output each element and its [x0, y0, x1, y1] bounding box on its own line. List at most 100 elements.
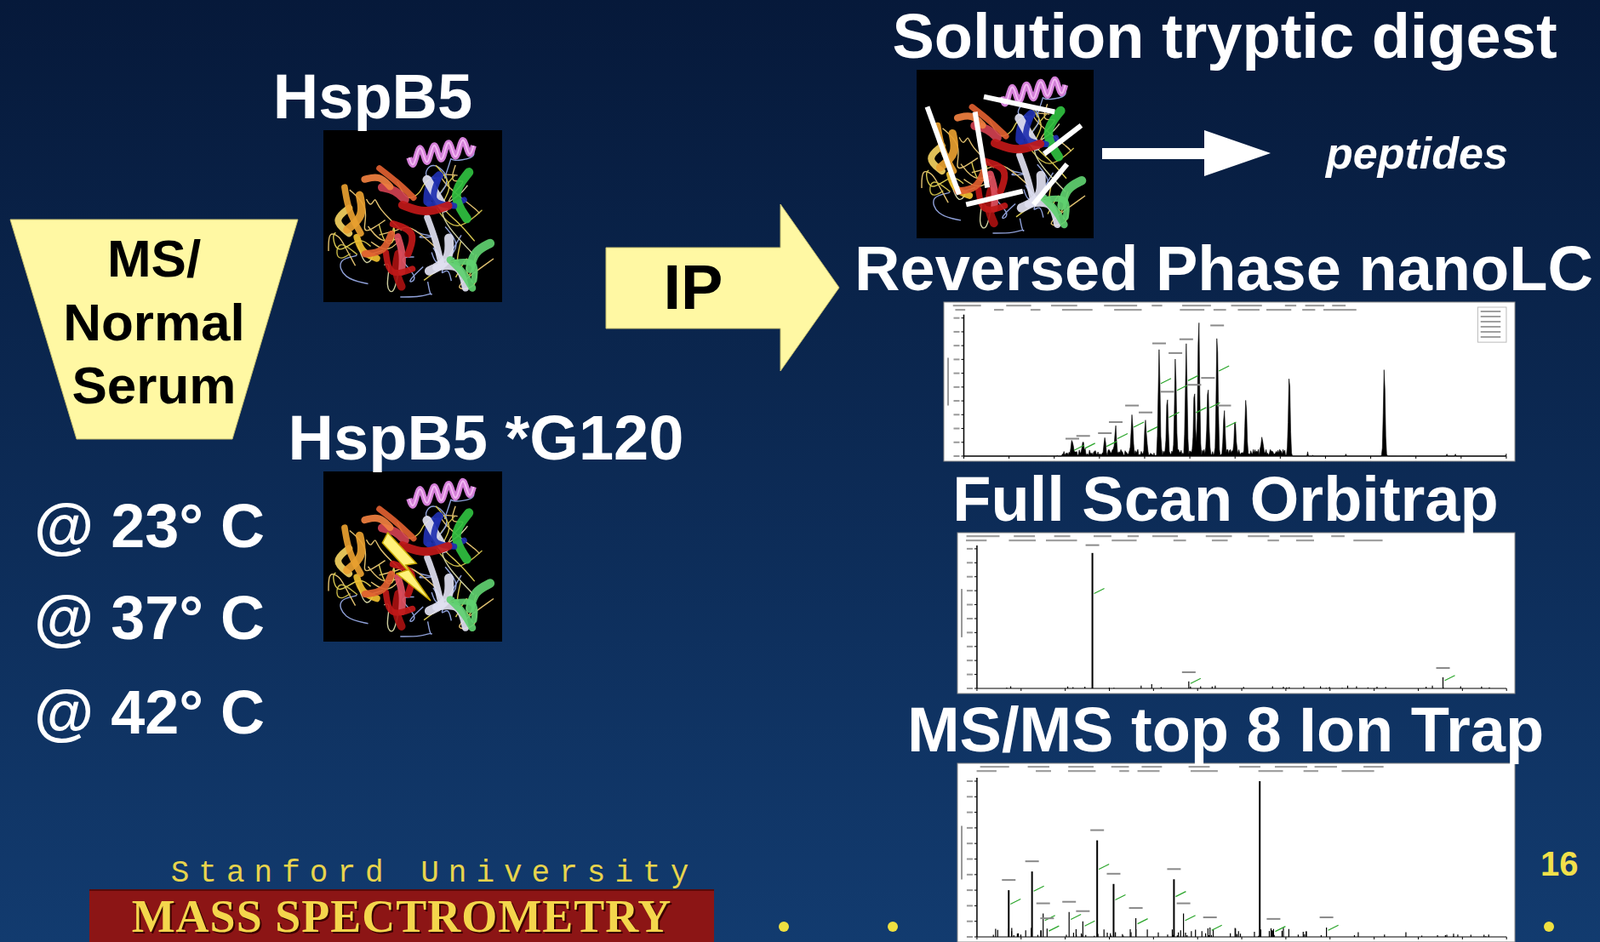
- spectrum-peak: [1328, 686, 1330, 689]
- node-illustrations: [323, 69, 1515, 942]
- digest-image: [916, 69, 1094, 239]
- protein-strand: [365, 234, 392, 254]
- chart-tick-label: [966, 548, 973, 550]
- spectrum-peak: [997, 930, 999, 938]
- chart-tick-label: [966, 874, 973, 876]
- chart-tick-label: [953, 331, 960, 333]
- chart-header: [1182, 304, 1212, 307]
- chart-tick: [1417, 688, 1419, 692]
- peak-marker: [1147, 427, 1158, 433]
- chart-axis: [963, 314, 966, 457]
- protein-image: HspB5 *G120: [323, 471, 503, 642]
- spectrum-peak: [1268, 931, 1270, 938]
- chart-axis-title: [947, 357, 949, 406]
- chart-header: [1188, 765, 1211, 768]
- peak-label: [1203, 916, 1218, 919]
- spectrum-peak: [1445, 935, 1447, 938]
- spectrum-peak: [1030, 928, 1032, 938]
- protein-strand: [385, 252, 412, 274]
- chart-tick-label: [953, 455, 960, 458]
- protein-helix: [409, 480, 475, 506]
- protein-helix: [409, 140, 475, 166]
- peak-label: [1036, 902, 1051, 905]
- peak-label: [1097, 432, 1112, 435]
- spectrum-peak: [1201, 931, 1203, 938]
- spectrum-peak: [1067, 686, 1069, 689]
- chart-header: [1266, 308, 1292, 311]
- spectrum-peak: [1082, 934, 1084, 938]
- spectrum-peak: [1236, 934, 1238, 938]
- spectrum-peak: [1112, 884, 1115, 938]
- chart-tick: [1325, 456, 1326, 459]
- panel-heading: Solution tryptic digest: [891, 5, 1557, 69]
- spectrum-peak: [1320, 686, 1321, 689]
- spectrum-peak: [1129, 929, 1131, 938]
- chart-tick: [960, 414, 964, 416]
- chart-header: [994, 308, 1004, 311]
- spectrum-peak: [1452, 935, 1454, 938]
- chromatogram-panel: Reversed Phase nanoLC: [943, 302, 1515, 462]
- peak-label: [1320, 916, 1334, 919]
- spectrum-peak: [1010, 685, 1012, 689]
- chart-header: [1068, 765, 1094, 768]
- chart-panel: [943, 302, 1515, 462]
- chart-tick-label: [966, 920, 973, 923]
- chart-header: [1137, 770, 1160, 772]
- spectrum-peak: [1442, 686, 1444, 689]
- chart-header: [1323, 308, 1357, 311]
- spectrum-peak: [1302, 686, 1304, 689]
- spectrum-peak: [1452, 933, 1454, 938]
- arrow-head: [1204, 130, 1271, 177]
- spectrum-peak: [1172, 935, 1174, 938]
- protein-strand: [1025, 118, 1046, 145]
- chart-tick-label: [966, 645, 973, 648]
- chart-tick-label: [953, 441, 960, 444]
- protein-helix: [409, 140, 475, 166]
- chart-header: [1093, 535, 1112, 538]
- chart-header: [1152, 535, 1178, 538]
- temperature-label: @ 23° C: [34, 495, 265, 557]
- chart-tick: [1370, 456, 1372, 459]
- protein-strand: [365, 574, 392, 595]
- spectrum-peak: [1258, 781, 1261, 938]
- chart-tick: [1064, 937, 1066, 940]
- peak-label: [1200, 377, 1215, 379]
- spectrum-peak: [1297, 934, 1299, 938]
- spectrum-peak: [1109, 933, 1111, 938]
- protein-image: [323, 130, 503, 303]
- protein-strand: [434, 520, 455, 547]
- spectrum-peak: [1189, 686, 1191, 689]
- chart-header: [1213, 308, 1227, 311]
- spectrum-peak: [1470, 935, 1472, 938]
- peak-marker: [1034, 885, 1045, 892]
- logo-text: MASS SPECTROMETRY: [131, 893, 673, 940]
- chart-tick: [1020, 937, 1022, 940]
- bullet-dot: [1543, 921, 1555, 932]
- peak-label: [1076, 434, 1091, 437]
- protein-loop: [333, 232, 372, 249]
- protein-helix: [409, 480, 475, 506]
- chart-tick: [960, 317, 964, 319]
- peak-marker: [1085, 443, 1096, 449]
- protein-strand: [385, 592, 412, 613]
- spectrum-peak: [1385, 686, 1387, 689]
- chart-tick: [1053, 456, 1055, 459]
- spectrum-peak: [1046, 928, 1048, 938]
- spectrum-peak: [1260, 929, 1262, 938]
- chart-tick: [974, 781, 978, 783]
- chart-tick: [1234, 456, 1236, 459]
- chart-header: [1127, 535, 1139, 538]
- chart-header: [1305, 304, 1326, 307]
- spectrum-panel: [957, 763, 1515, 942]
- chart-tick-label: [953, 344, 960, 347]
- cleavage-mark: [975, 112, 989, 189]
- spectrum-peak: [1080, 933, 1082, 938]
- chart-tick-label: [953, 372, 960, 375]
- chart-header: [980, 765, 1010, 768]
- spectrum-peak: [1190, 931, 1192, 938]
- image-frame: [323, 130, 503, 303]
- spectrum-peak: [1320, 935, 1322, 938]
- chart-tick: [1241, 688, 1243, 692]
- chart-tick: [974, 674, 978, 675]
